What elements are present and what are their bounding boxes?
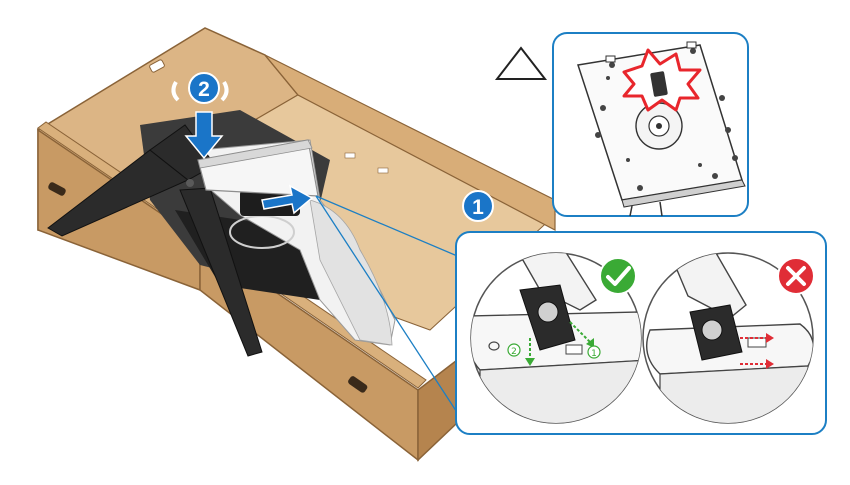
detail-correct-view: 2 1 [470,252,642,424]
correct-base-hole [488,341,500,351]
green-arrowhead-right [586,338,594,348]
vesa-hook-tab-right [686,41,697,49]
step-2-number: 2 [198,78,210,101]
box-handle-back [149,59,165,73]
mount-detail-callout: 2 1 [455,231,827,435]
arrow-label-2: 2 [511,347,517,357]
step-1-number: 1 [472,196,484,219]
vesa-hook-slot [650,71,668,97]
incorrect-bracket-knob [701,319,723,341]
stand-riser-top [197,139,313,169]
step-1-arrow [261,184,314,215]
vesa-mount-callout [552,32,749,217]
callout-lines [315,195,463,421]
monitor-white-curve [309,199,393,346]
monitor-stand [47,124,319,357]
rotate-hint-icon [171,80,229,102]
box-handle-front [348,376,368,393]
box-handle-left [48,182,66,196]
correct-slot [565,344,583,355]
arrow-label-1: 1 [591,349,597,359]
correct-riser [518,253,597,311]
incorrect-slot-top [747,337,767,348]
step-1-badge: 1 [462,190,494,222]
red-arrowhead-upper [766,333,774,343]
red-arrowhead-lower [766,359,774,369]
warning-triangle-icon [494,46,548,80]
down-arrow [184,111,224,160]
box-right-wall [264,54,556,231]
stand-leg-bottom [179,187,263,357]
close-icon [786,266,806,286]
incorrect-riser [671,253,747,319]
vesa-plate-edge [621,179,746,208]
vesa-hook-tab [605,55,616,63]
step-2-arrow [184,111,224,160]
arrow-label-1-ring [587,345,601,359]
vesa-center-pin [656,123,662,129]
box-slot-1 [344,152,356,159]
insert-arrow [261,184,314,215]
correct-check-badge [599,257,637,295]
stand-hub-screw [186,179,194,187]
box-slot-2 [377,167,389,174]
check-icon [606,266,631,286]
correct-bracket-knob [537,301,559,323]
step-2-badge: 2 [188,72,220,104]
green-arrowhead-down [525,358,535,366]
arrow-label-2-ring [507,343,521,357]
vesa-screw-holes [595,48,738,191]
